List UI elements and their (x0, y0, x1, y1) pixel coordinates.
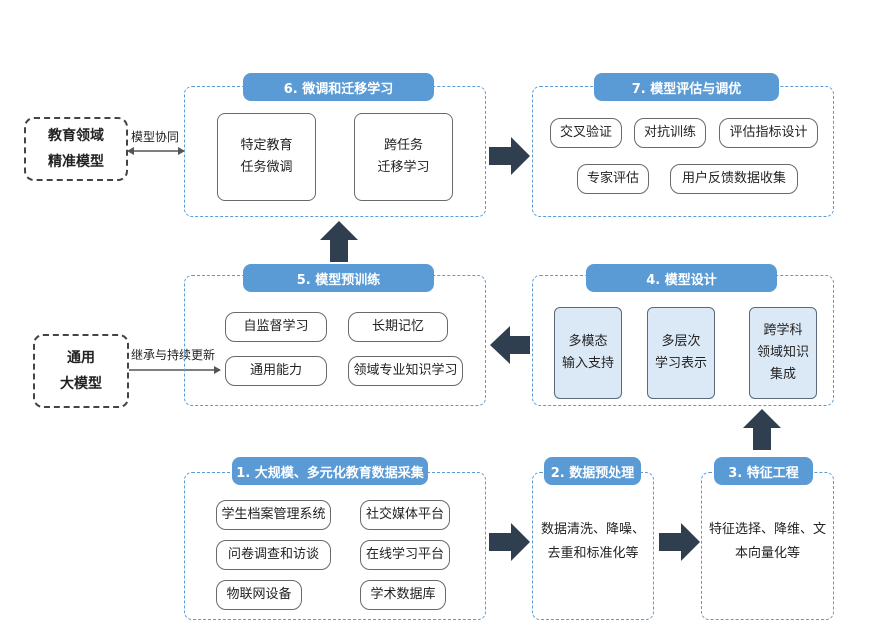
arrow-1-to-2 (489, 523, 530, 561)
long-term-memory-box: 长期记忆 (348, 312, 448, 342)
cross-validation-box: 交叉验证 (550, 118, 622, 148)
preprocess-text: 数据清洗、降噪、 去重和标准化等 (540, 522, 645, 561)
stage-4-title: 4. 模型设计 (586, 264, 777, 292)
social-media-box: 社交媒体平台 (360, 500, 450, 530)
transfer-learning-box: 跨任务 迁移学习 (354, 113, 453, 201)
arrow-2-to-3 (659, 523, 700, 561)
collab-label: 模型协同 (131, 130, 180, 144)
multilevel-representation-box: 多层次 学习表示 (647, 307, 715, 399)
domain-knowledge-box: 领域专业知识学习 (348, 356, 463, 386)
cross-discipline-box: 跨学科 领域知识 集成 (749, 307, 817, 399)
arrow-6-to-7 (489, 137, 530, 175)
stage-7-panel (532, 86, 834, 217)
stage-7-title: 7. 模型评估与调优 (594, 73, 779, 101)
general-model-box: 通用 大模型 (33, 334, 129, 408)
general-ability-box: 通用能力 (225, 356, 327, 386)
user-feedback-box: 用户反馈数据收集 (670, 164, 798, 194)
stage-5-title: 5. 模型预训练 (243, 264, 434, 292)
arrow-4-to-5 (490, 326, 530, 364)
student-records-box: 学生档案管理系统 (216, 500, 331, 530)
self-supervised-box: 自监督学习 (225, 312, 327, 342)
iot-devices-box: 物联网设备 (216, 580, 302, 610)
stage-6-title: 6. 微调和迁移学习 (243, 73, 434, 101)
academic-db-box: 学术数据库 (360, 580, 446, 610)
arrow-5-to-6 (320, 221, 358, 262)
multimodal-input-box: 多模态 输入支持 (554, 307, 622, 399)
adversarial-training-box: 对抗训练 (634, 118, 706, 148)
metric-design-box: 评估指标设计 (719, 118, 818, 148)
feature-engineering-text: 特征选择、降维、文 本向量化等 (708, 522, 826, 561)
inherit-label: 继承与持续更新 (131, 348, 216, 362)
stage-2-title: 2. 数据预处理 (544, 457, 641, 485)
stage-1-title: 1. 大规模、多元化教育数据采集 (232, 457, 428, 485)
edu-domain-model-box: 教育领域 精准模型 (24, 117, 128, 181)
stage-3-title: 3. 特征工程 (714, 457, 813, 485)
arrow-3-to-4 (743, 409, 781, 450)
survey-interview-box: 问卷调查和访谈 (216, 540, 331, 570)
online-learning-box: 在线学习平台 (360, 540, 450, 570)
task-finetune-box: 特定教育 任务微调 (217, 113, 316, 201)
expert-eval-box: 专家评估 (577, 164, 649, 194)
